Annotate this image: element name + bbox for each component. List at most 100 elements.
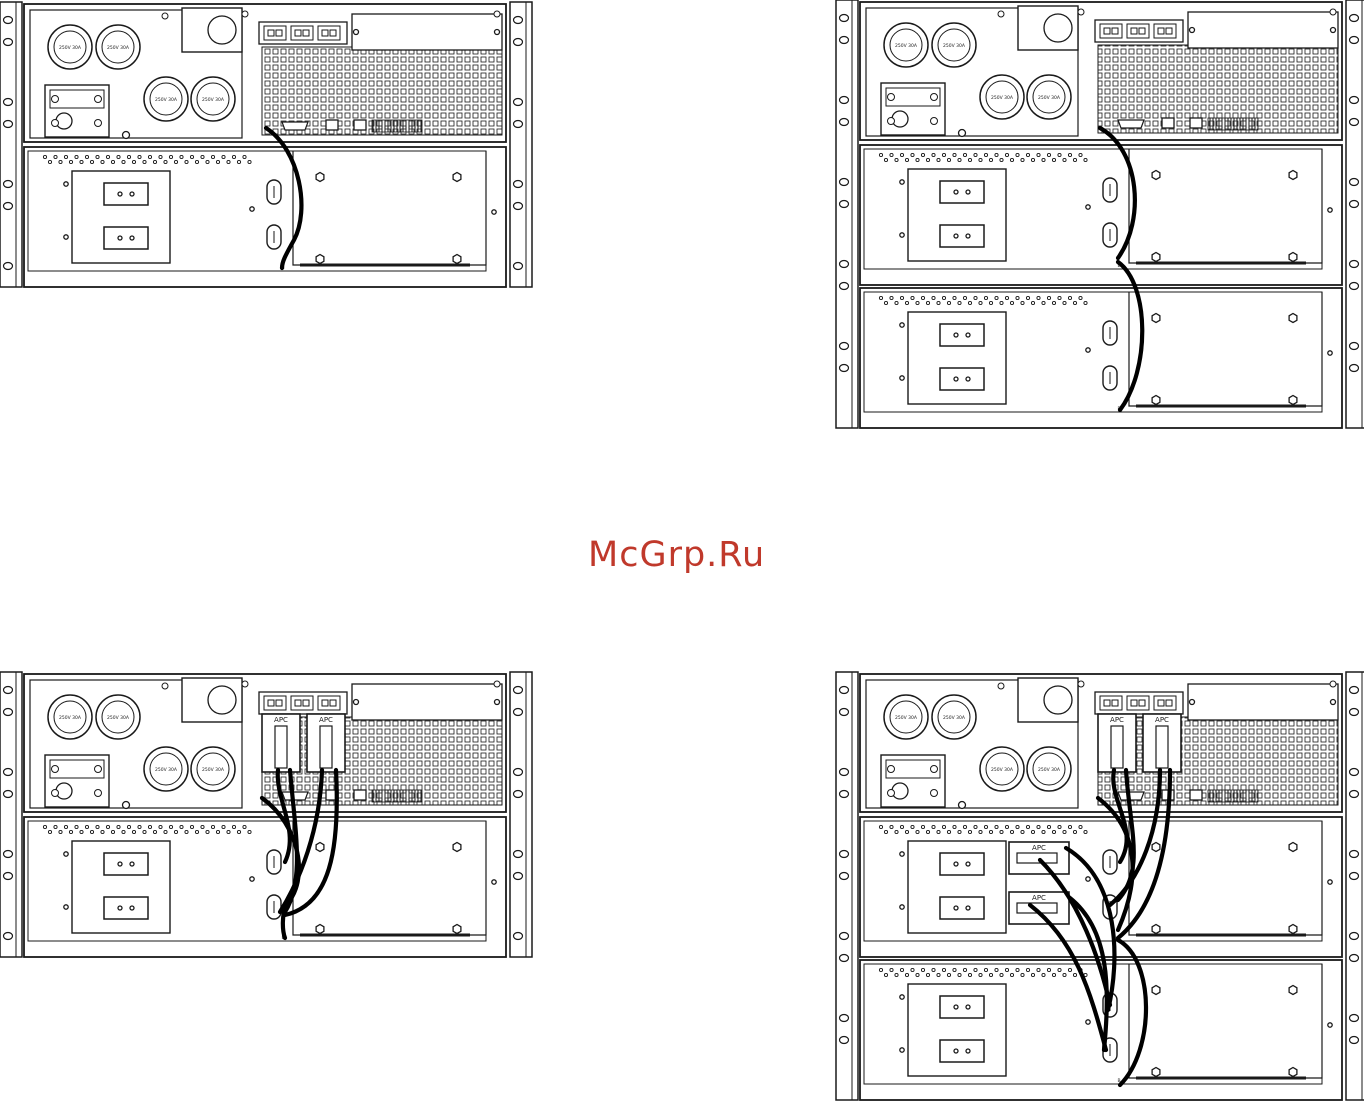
- vent-dot: [216, 830, 219, 833]
- vent-dot: [96, 155, 99, 158]
- handle-screw: [130, 906, 134, 910]
- vent-dot: [1016, 825, 1019, 828]
- apc-connector-brand: APC: [1110, 716, 1124, 724]
- mounting-hole: [840, 119, 849, 126]
- cover-plate: [1188, 12, 1338, 48]
- vent-dot: [227, 160, 230, 163]
- connector-contact: [320, 726, 332, 768]
- vent-dot: [1005, 296, 1008, 299]
- vent-dot: [900, 968, 903, 971]
- vent-dot: [916, 158, 919, 161]
- vent-dot: [227, 830, 230, 833]
- vent-dot: [921, 825, 924, 828]
- hex-screw: [1152, 171, 1160, 180]
- vent-dot: [111, 160, 114, 163]
- outlet-rating-label: 250V 30A: [59, 715, 82, 721]
- outlet-rating-label: 250V 30A: [895, 715, 918, 721]
- outlet-rating-label: 250V 30A: [1038, 767, 1061, 773]
- vent-dot: [174, 160, 177, 163]
- screw: [95, 766, 102, 773]
- vent-dot: [905, 973, 908, 976]
- vent-dot: [1063, 301, 1066, 304]
- screw: [1086, 205, 1090, 209]
- fan-opening: [1044, 14, 1072, 42]
- mounting-hole: [4, 709, 13, 716]
- mounting-hole: [4, 39, 13, 46]
- network-port: [354, 120, 366, 130]
- vent-dot: [947, 973, 950, 976]
- vent-dot: [911, 296, 914, 299]
- vent-dot: [900, 296, 903, 299]
- mounting-hole: [840, 687, 849, 694]
- vent-dot: [989, 830, 992, 833]
- vent-dot: [59, 830, 62, 833]
- vent-dot: [75, 825, 78, 828]
- connector-contact: [275, 726, 287, 768]
- battery-connector-socket: [1100, 24, 1122, 38]
- vent-dot: [64, 155, 67, 158]
- screw: [250, 207, 254, 211]
- mounting-hole: [840, 283, 849, 290]
- vent-dot: [1026, 296, 1029, 299]
- connector-contact: [1017, 853, 1057, 863]
- screw: [162, 683, 168, 689]
- vent-dot: [122, 160, 125, 163]
- screw: [931, 118, 938, 125]
- vent-dot: [1063, 158, 1066, 161]
- vent-dot: [243, 825, 246, 828]
- vent-dot: [1031, 158, 1034, 161]
- vent-dot: [926, 158, 929, 161]
- hex-screw: [453, 925, 461, 934]
- handle-screw: [966, 234, 970, 238]
- battery-handle: [940, 324, 984, 346]
- vent-dot: [974, 968, 977, 971]
- hex-screw: [453, 843, 461, 852]
- screw: [900, 233, 904, 237]
- vent-dot: [974, 153, 977, 156]
- vent-dot: [884, 830, 887, 833]
- usb-port: [1162, 118, 1174, 128]
- mounting-hole: [4, 203, 13, 210]
- vent-dot: [900, 153, 903, 156]
- mounting-hole: [4, 851, 13, 858]
- screw: [931, 766, 938, 773]
- vent-dot: [243, 155, 246, 158]
- terminal-block: [372, 120, 422, 132]
- hex-screw: [1152, 396, 1160, 405]
- mounting-hole: [840, 1015, 849, 1022]
- handle-screw: [954, 906, 958, 910]
- handle-screw: [954, 234, 958, 238]
- hex-screw: [316, 843, 324, 852]
- vent-dot: [48, 830, 51, 833]
- vent-dot: [968, 973, 971, 976]
- outlet-rating-label: 250V 30A: [943, 43, 966, 49]
- serial-port: [1118, 792, 1144, 800]
- vent-dot: [995, 825, 998, 828]
- vent-dot: [953, 153, 956, 156]
- vent-dot: [1084, 830, 1087, 833]
- cover-plate: [352, 14, 502, 50]
- vent-dot: [248, 830, 251, 833]
- vent-dot: [1031, 973, 1034, 976]
- mounting-hole: [1350, 791, 1359, 798]
- battery-connector-socket: [1127, 24, 1149, 38]
- handle-screw: [130, 236, 134, 240]
- screw: [888, 790, 895, 797]
- vent-dot: [916, 830, 919, 833]
- vent-dot: [979, 158, 982, 161]
- mounting-hole: [4, 791, 13, 798]
- screw: [1078, 9, 1084, 15]
- vent-dot: [138, 155, 141, 158]
- vent-dot: [1047, 825, 1050, 828]
- vent-dot: [1068, 968, 1071, 971]
- mounting-hole: [514, 17, 523, 24]
- vent-dot: [1026, 153, 1029, 156]
- hex-screw: [1289, 396, 1297, 405]
- mounting-hole: [514, 203, 523, 210]
- vent-dot: [879, 153, 882, 156]
- screw: [1330, 9, 1336, 15]
- outlet-rating-label: 250V 30A: [202, 767, 225, 773]
- mounting-hole: [840, 769, 849, 776]
- vent-dot: [195, 830, 198, 833]
- vent-dot: [1042, 158, 1045, 161]
